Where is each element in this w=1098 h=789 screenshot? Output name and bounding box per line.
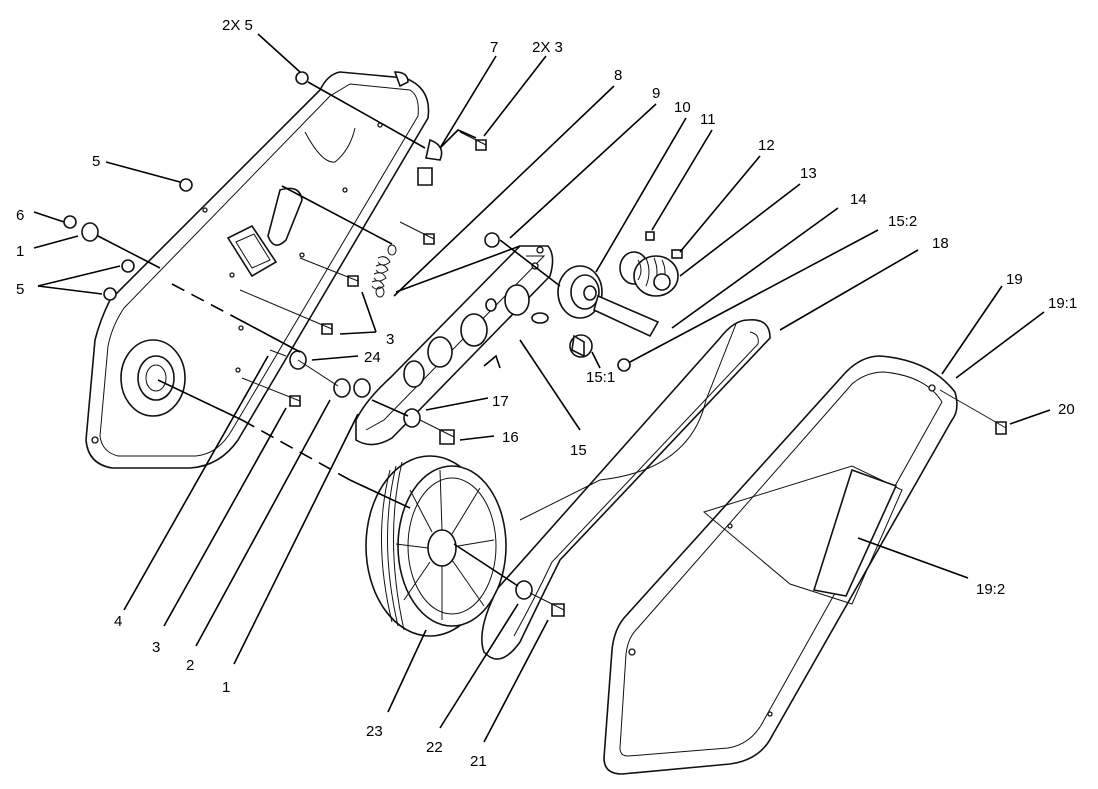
callout-2: 2 (186, 657, 194, 674)
front-belt-cover (603, 355, 958, 775)
idler-arm (355, 245, 554, 446)
callout-7: 7 (490, 39, 498, 56)
nut-top (295, 71, 309, 85)
callout-17: 17 (492, 393, 509, 410)
nut-5a (179, 178, 193, 192)
callout-19-1: 19:1 (1048, 295, 1077, 312)
callout-13: 13 (800, 165, 817, 182)
callout-19: 19 (1006, 271, 1023, 288)
bolt-21 (551, 603, 565, 617)
callout-2x5-top: 2X 5 (222, 17, 253, 34)
callout-16: 16 (502, 429, 519, 446)
spring-clutch-assembly (619, 231, 683, 297)
callout-3-low: 3 (152, 639, 160, 656)
callout-labels: 2X 5 7 2X 3 8 9 10 11 12 13 14 15:2 18 1… (16, 17, 1077, 770)
callout-6: 6 (16, 207, 24, 224)
hardware (63, 71, 1007, 617)
tension-spring (371, 244, 397, 298)
callout-2x3: 2X 3 (532, 39, 563, 56)
callout-5-a: 5 (92, 153, 100, 170)
callout-15-1: 15:1 (586, 369, 615, 386)
nut-9 (484, 232, 500, 248)
callout-9: 9 (652, 85, 660, 102)
callout-12: 12 (758, 137, 775, 154)
callout-21: 21 (470, 753, 487, 770)
bolt-20 (995, 421, 1007, 435)
callout-15-2: 15:2 (888, 213, 917, 230)
nut-6 (63, 215, 77, 229)
callout-4: 4 (114, 613, 122, 630)
washer-22 (515, 580, 533, 600)
callout-10: 10 (674, 99, 691, 116)
callout-24: 24 (364, 349, 381, 366)
washer-1 (81, 222, 99, 242)
callout-8: 8 (614, 67, 622, 84)
callout-19-2: 19:2 (976, 581, 1005, 598)
callout-5-b: 5 (16, 281, 24, 298)
callout-14: 14 (850, 191, 867, 208)
washer-17 (403, 408, 421, 428)
callout-15: 15 (570, 442, 587, 459)
v-belt (481, 319, 771, 660)
callout-23: 23 (366, 723, 383, 740)
callout-20: 20 (1058, 401, 1075, 418)
nut-5b (121, 259, 135, 273)
callout-22: 22 (426, 739, 443, 756)
bolt-16 (439, 429, 455, 445)
drive-pulley (365, 455, 507, 637)
leader-lines (33, 33, 1051, 743)
callout-1-left: 1 (16, 243, 24, 260)
assembly-lines (97, 81, 561, 587)
callout-1-low: 1 (222, 679, 230, 696)
rear-belt-housing (85, 71, 443, 469)
callout-18: 18 (932, 235, 949, 252)
nut-5c (103, 287, 117, 301)
callout-11: 11 (700, 111, 716, 128)
idler-pulley-assembly (531, 265, 660, 372)
callout-3-mid: 3 (386, 331, 394, 348)
